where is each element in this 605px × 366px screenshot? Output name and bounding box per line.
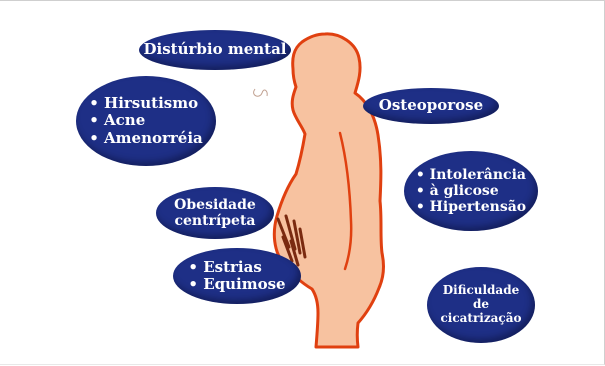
list-metabolico: Intolerância à glicose Hipertensão	[416, 167, 526, 215]
bubble-osteoporose: Osteoporose	[363, 88, 499, 124]
item-hirsutismo: Hirsutismo	[89, 95, 203, 112]
label-dificuldade: Dificuldade	[443, 284, 519, 298]
body-silhouette	[274, 34, 383, 347]
bubble-disturbio-mental: Distúrbio mental	[139, 30, 291, 70]
small-squiggle	[254, 89, 268, 96]
bubble-obesidade: Obesidade centrípeta	[156, 187, 274, 239]
label-osteoporose: Osteoporose	[379, 97, 483, 114]
item-amenorreia: Amenorréia	[89, 130, 203, 147]
list-hiperandrogenismo: Hirsutismo Acne Amenorréia	[89, 95, 203, 147]
item-equimose: Equimose	[188, 276, 285, 293]
item-intolerancia: Intolerância	[416, 167, 526, 183]
bubble-metabolico: Intolerância à glicose Hipertensão	[404, 151, 538, 231]
bubble-cicatrizacao: Dificuldade de cicatrização	[427, 267, 535, 343]
label-disturbio-mental: Distúrbio mental	[144, 41, 287, 58]
list-pele: Estrias Equimose	[188, 259, 285, 294]
item-estrias: Estrias	[188, 259, 285, 276]
bubble-hiperandrogenismo: Hirsutismo Acne Amenorréia	[76, 76, 216, 166]
label-cicatrizacao: cicatrização	[440, 312, 521, 326]
item-glicose: à glicose	[416, 183, 526, 199]
label-centripeta: centrípeta	[174, 213, 255, 229]
label-obesidade: Obesidade	[174, 197, 256, 213]
item-acne: Acne	[89, 112, 203, 129]
label-de: de	[473, 298, 489, 312]
item-hipertensao: Hipertensão	[416, 199, 526, 215]
bubble-pele: Estrias Equimose	[173, 248, 301, 304]
